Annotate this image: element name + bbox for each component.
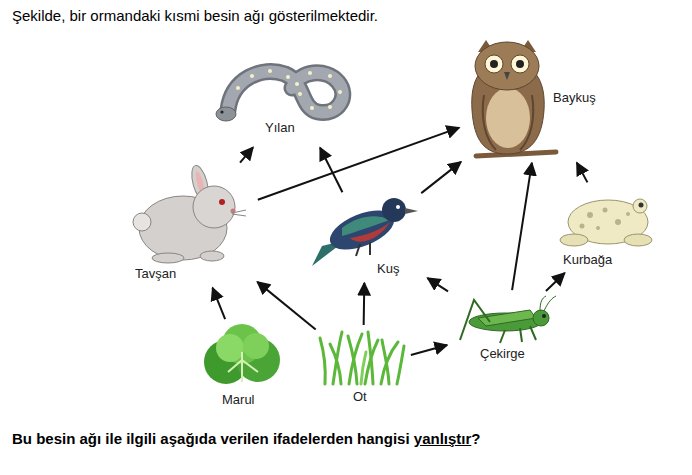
grasshopper-picture bbox=[460, 296, 556, 343]
owl-picture bbox=[472, 40, 556, 156]
snake-picture bbox=[216, 69, 343, 121]
grass-picture bbox=[320, 332, 404, 384]
lettuce-picture bbox=[204, 324, 280, 384]
rabbit-node: Tavşan bbox=[120, 165, 255, 285]
organism-label: Kurbağa bbox=[563, 252, 612, 268]
question-caption: Bu besin ağı ile ilgili aşağıda verilen … bbox=[12, 430, 481, 447]
bird-picture bbox=[312, 198, 418, 266]
feeding-arrow bbox=[428, 278, 448, 291]
organism-label: Marul bbox=[222, 392, 255, 408]
feeding-arrow bbox=[411, 345, 447, 355]
frog-picture bbox=[560, 199, 652, 246]
owl-node: Baykuş bbox=[462, 36, 622, 160]
feeding-arrow bbox=[577, 163, 588, 183]
feeding-arrow bbox=[546, 273, 565, 291]
organism-label: Yılan bbox=[265, 120, 295, 136]
grass-node: Ot bbox=[318, 328, 408, 408]
feeding-arrow bbox=[512, 163, 532, 290]
title: Şekilde, bir ormandaki kısmi besin ağı g… bbox=[12, 7, 378, 24]
bird-node: Kuş bbox=[305, 195, 425, 280]
feeding-arrow bbox=[240, 147, 253, 162]
organism-label: Çekirge bbox=[480, 346, 525, 362]
feeding-arrow bbox=[421, 162, 461, 193]
lettuce-node: Marul bbox=[198, 322, 290, 411]
feeding-arrow bbox=[257, 282, 315, 330]
rabbit-picture bbox=[133, 164, 246, 263]
feeding-arrow bbox=[320, 148, 342, 193]
snake-node: Yılan bbox=[205, 50, 385, 145]
feeding-arrow bbox=[363, 283, 366, 325]
organism-label: Kuş bbox=[377, 261, 399, 277]
organism-label: Ot bbox=[353, 389, 367, 405]
feeding-arrow bbox=[213, 288, 226, 319]
organism-label: Baykuş bbox=[553, 90, 596, 106]
organism-label: Tavşan bbox=[135, 266, 176, 282]
feeding-arrow bbox=[258, 128, 459, 200]
grasshopper-node: Çekirge bbox=[450, 293, 562, 365]
frog-node: Kurbağa bbox=[560, 185, 664, 271]
